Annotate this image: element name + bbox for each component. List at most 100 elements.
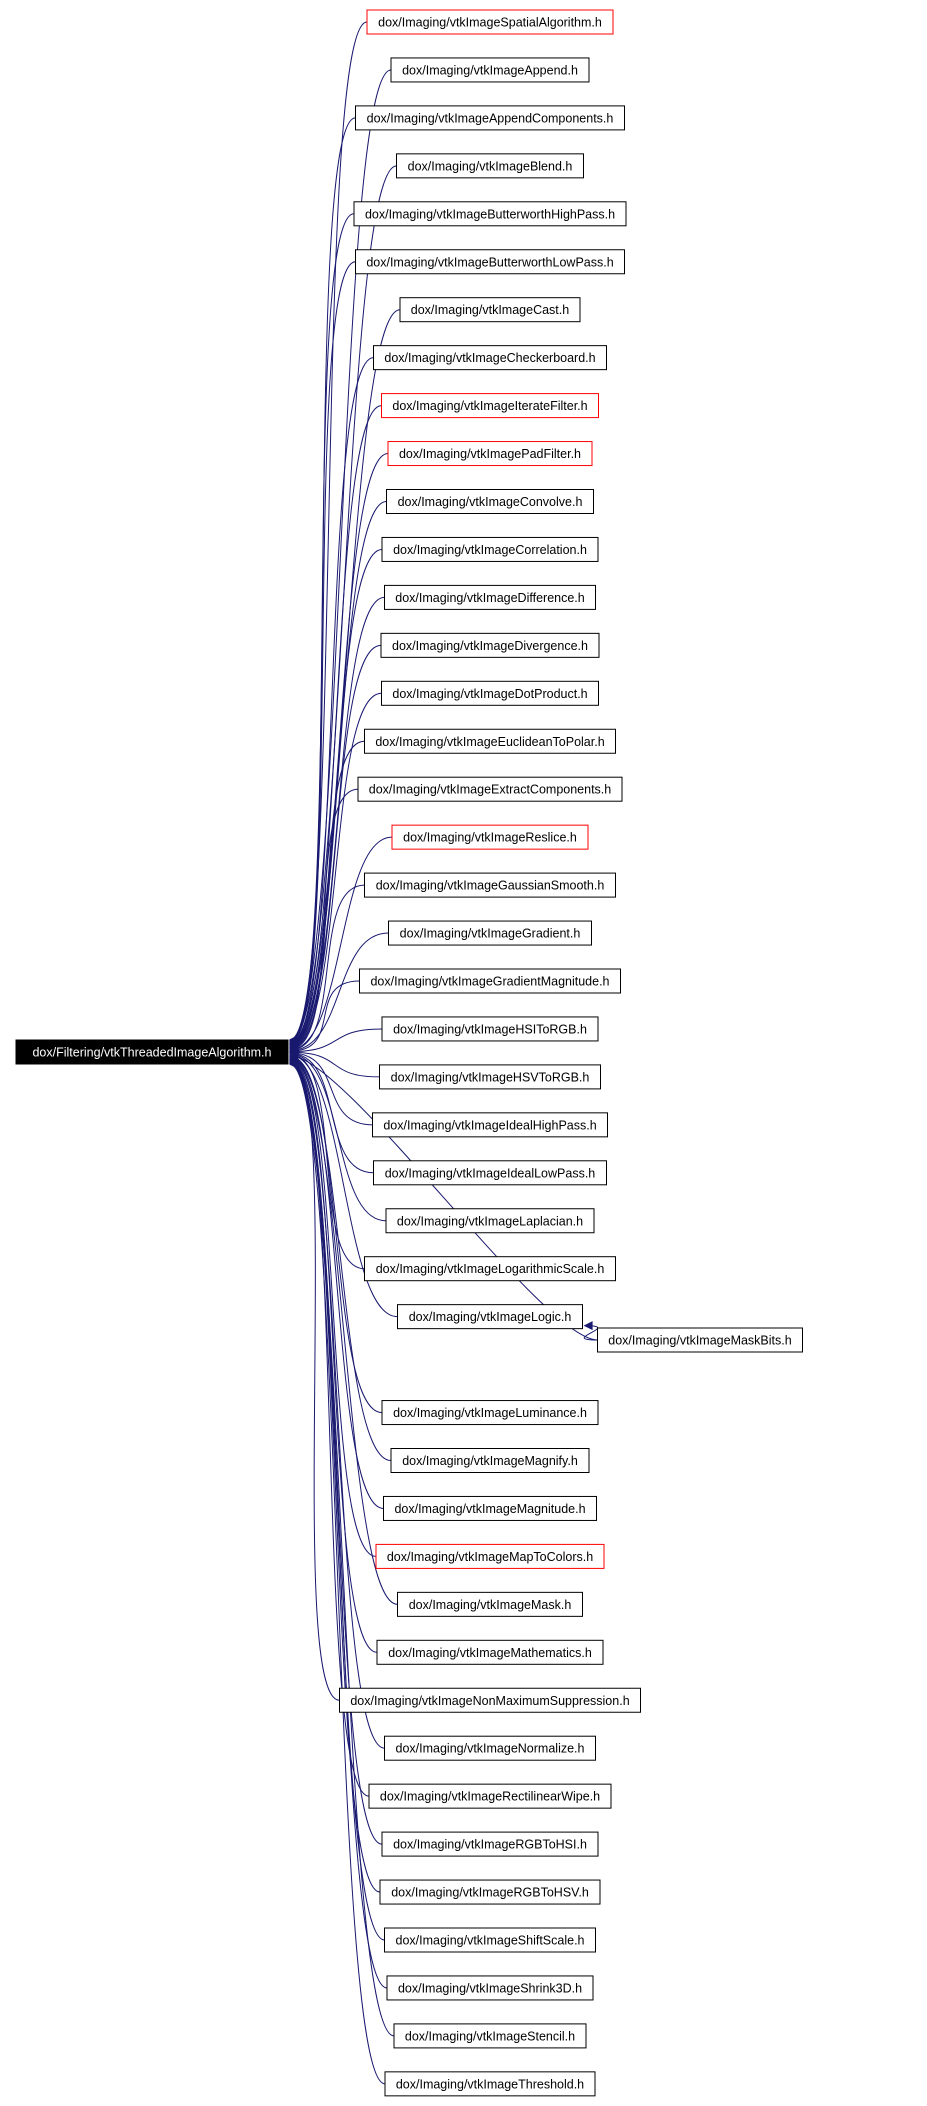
node-label: dox/Imaging/vtkImageMapToColors.h <box>387 1550 593 1564</box>
node-vtk-image-butterworth-high-pass[interactable]: dox/Imaging/vtkImageButterworthHighPass.… <box>353 201 627 227</box>
node-vtk-image-rgb-to-hsi[interactable]: dox/Imaging/vtkImageRGBToHSI.h <box>381 1831 599 1857</box>
node-box <box>373 1160 607 1186</box>
node-vtk-image-map-to-colors[interactable]: dox/Imaging/vtkImageMapToColors.h <box>375 1543 605 1569</box>
node-vtk-image-hsv-to-rgb[interactable]: dox/Imaging/vtkImageHSVToRGB.h <box>379 1064 601 1090</box>
node-label: dox/Imaging/vtkImageMagnitude.h <box>394 1502 585 1516</box>
node-box <box>380 632 600 658</box>
edge-vtk-image-mathematics-to-vtk-threaded-image-algorithm <box>289 1054 378 1653</box>
node-vtk-image-extract-components[interactable]: dox/Imaging/vtkImageExtractComponents.h <box>357 776 623 802</box>
node-vtk-image-gaussian-smooth[interactable]: dox/Imaging/vtkImageGaussianSmooth.h <box>364 872 616 898</box>
edge-vtk-image-mask-bits-to-vtk-threaded-image-algorithm <box>289 1051 598 1341</box>
node-vtk-image-difference[interactable]: dox/Imaging/vtkImageDifference.h <box>384 584 596 610</box>
node-vtk-image-logic[interactable]: dox/Imaging/vtkImageLogic.h <box>397 1304 583 1330</box>
node-vtk-image-mask-bits[interactable]: dox/Imaging/vtkImageMaskBits.h <box>597 1327 803 1353</box>
node-label: dox/Imaging/vtkImageStencil.h <box>405 2029 575 2043</box>
node-label: dox/Imaging/vtkImageDivergence.h <box>392 639 588 653</box>
node-vtk-image-shift-scale[interactable]: dox/Imaging/vtkImageShiftScale.h <box>384 1927 596 1953</box>
node-vtk-image-blend[interactable]: dox/Imaging/vtkImageBlend.h <box>396 153 584 179</box>
node-vtk-image-divergence[interactable]: dox/Imaging/vtkImageDivergence.h <box>380 632 600 658</box>
node-vtk-image-butterworth-low-pass[interactable]: dox/Imaging/vtkImageButterworthLowPass.h <box>355 249 625 275</box>
node-box <box>15 1039 289 1065</box>
node-vtk-image-convolve[interactable]: dox/Imaging/vtkImageConvolve.h <box>386 489 594 514</box>
edge-vtk-image-gaussian-smooth-to-vtk-threaded-image-algorithm <box>289 884 365 1055</box>
node-vtk-image-mask[interactable]: dox/Imaging/vtkImageMask.h <box>397 1591 583 1617</box>
node-vtk-image-non-maximum-suppression[interactable]: dox/Imaging/vtkImageNonMaximumSuppressio… <box>339 1687 641 1713</box>
node-vtk-image-mathematics[interactable]: dox/Imaging/vtkImageMathematics.h <box>376 1639 604 1665</box>
edge-vtk-image-checkerboard-to-vtk-threaded-image-algorithm <box>289 357 374 1049</box>
node-label: dox/Imaging/vtkImageLogarithmicScale.h <box>376 1262 605 1276</box>
node-box <box>386 489 594 514</box>
node-vtk-image-append[interactable]: dox/Imaging/vtkImageAppend.h <box>390 57 590 83</box>
node-vtk-image-dot-product[interactable]: dox/Imaging/vtkImageDotProduct.h <box>381 680 599 706</box>
node-box <box>396 153 584 179</box>
edge-vtk-image-mask-to-vtk-threaded-image-algorithm <box>289 1054 398 1605</box>
node-box <box>364 872 616 898</box>
node-vtk-image-logarithmic-scale[interactable]: dox/Imaging/vtkImageLogarithmicScale.h <box>364 1256 616 1282</box>
node-box <box>390 1448 590 1473</box>
node-vtk-image-correlation[interactable]: dox/Imaging/vtkImageCorrelation.h <box>381 536 599 562</box>
node-vtk-image-cast[interactable]: dox/Imaging/vtkImageCast.h <box>399 297 581 323</box>
edge-vtk-image-butterworth-low-pass-to-vtk-threaded-image-algorithm <box>289 261 356 1047</box>
node-vtk-image-append-components[interactable]: dox/Imaging/vtkImageAppendComponents.h <box>355 105 625 131</box>
edge-vtk-image-logic-to-vtk-threaded-image-algorithm <box>289 1050 398 1318</box>
edge-vtk-image-gradient-magnitude-to-vtk-threaded-image-algorithm <box>289 980 360 1056</box>
node-label: dox/Imaging/vtkImageLogic.h <box>409 1310 572 1324</box>
node-box <box>393 2023 587 2049</box>
node-box <box>387 441 593 467</box>
node-label: dox/Imaging/vtkImageButterworthLowPass.h <box>366 255 613 269</box>
edge-vtk-image-gradient-to-vtk-threaded-image-algorithm <box>289 932 389 1056</box>
node-vtk-image-spatial-algorithm[interactable]: dox/Imaging/vtkImageSpatialAlgorithm.h <box>366 9 614 35</box>
node-box <box>385 1208 595 1234</box>
edge-vtk-image-normalize-to-vtk-threaded-image-algorithm <box>289 1055 385 1749</box>
node-vtk-image-iterate-filter[interactable]: dox/Imaging/vtkImageIterateFilter.h <box>381 393 599 419</box>
node-vtk-image-stencil[interactable]: dox/Imaging/vtkImageStencil.h <box>393 2023 587 2049</box>
node-vtk-image-shrink3-d[interactable]: dox/Imaging/vtkImageShrink3D.h <box>386 1975 594 2001</box>
node-threaded-image-algorithm[interactable]: dox/Filtering/vtkThreadedImageAlgorithm.… <box>15 1039 289 1065</box>
node-vtk-image-gradient-magnitude[interactable]: dox/Imaging/vtkImageGradientMagnitude.h <box>359 968 621 994</box>
node-vtk-image-reslice[interactable]: dox/Imaging/vtkImageReslice.h <box>391 824 589 850</box>
edge-vtk-image-rgb-to-hsv-to-vtk-threaded-image-algorithm <box>289 1057 381 1893</box>
node-vtk-image-magnify[interactable]: dox/Imaging/vtkImageMagnify.h <box>390 1448 590 1473</box>
node-label: dox/Imaging/vtkImageEuclideanToPolar.h <box>375 735 604 749</box>
node-label: dox/Imaging/vtkImageCheckerboard.h <box>384 351 595 365</box>
node-box <box>379 1064 601 1090</box>
node-vtk-image-ideal-low-pass[interactable]: dox/Imaging/vtkImageIdealLowPass.h <box>373 1160 607 1186</box>
edge-vtk-image-euclidean-to-polar-to-vtk-threaded-image-algorithm <box>289 740 365 1053</box>
node-vtk-image-luminance[interactable]: dox/Imaging/vtkImageLuminance.h <box>381 1400 599 1426</box>
node-vtk-image-euclidean-to-polar[interactable]: dox/Imaging/vtkImageEuclideanToPolar.h <box>364 728 616 754</box>
node-vtk-image-magnitude[interactable]: dox/Imaging/vtkImageMagnitude.h <box>383 1495 597 1521</box>
edge-vtk-image-luminance-to-vtk-threaded-image-algorithm <box>289 1051 383 1414</box>
edge-vtk-image-rgb-to-hsi-to-vtk-threaded-image-algorithm <box>289 1057 383 1845</box>
node-label: dox/Imaging/vtkImageCorrelation.h <box>393 543 587 557</box>
node-vtk-image-pad-filter[interactable]: dox/Imaging/vtkImagePadFilter.h <box>387 441 593 467</box>
node-vtk-image-threshold[interactable]: dox/Imaging/vtkImageThreshold.h <box>384 2071 596 2097</box>
node-box <box>355 105 625 131</box>
node-vtk-image-rgb-to-hsv[interactable]: dox/Imaging/vtkImageRGBToHSV.h <box>379 1879 601 1905</box>
node-label: dox/Imaging/vtkImageRGBToHSV.h <box>391 1886 589 1900</box>
node-label: dox/Imaging/vtkImageShrink3D.h <box>398 1981 582 1995</box>
node-label: dox/Imaging/vtkImageMagnify.h <box>402 1454 578 1468</box>
edge-vtk-image-extract-components-to-vtk-threaded-image-algorithm <box>289 788 359 1054</box>
node-box <box>355 249 625 275</box>
node-vtk-image-rectilinear-wipe[interactable]: dox/Imaging/vtkImageRectilinearWipe.h <box>368 1783 612 1809</box>
node-label: dox/Imaging/vtkImageMask.h <box>409 1598 572 1612</box>
node-vtk-image-hsi-to-rgb[interactable]: dox/Imaging/vtkImageHSIToRGB.h <box>381 1016 599 1042</box>
node-vtk-image-normalize[interactable]: dox/Imaging/vtkImageNormalize.h <box>384 1735 596 1761</box>
edge-vtk-image-iterate-filter-to-vtk-threaded-image-algorithm <box>289 405 382 1049</box>
node-label: dox/Imaging/vtkImageCast.h <box>411 303 569 317</box>
node-label: dox/Imaging/vtkImageGaussianSmooth.h <box>376 879 605 893</box>
node-vtk-image-gradient[interactable]: dox/Imaging/vtkImageGradient.h <box>388 920 592 946</box>
node-label: dox/Imaging/vtkImageConvolve.h <box>398 495 583 509</box>
node-label: dox/Imaging/vtkImageRGBToHSI.h <box>393 1838 587 1852</box>
edge-vtk-image-magnify-to-vtk-threaded-image-algorithm <box>289 1052 392 1461</box>
node-vtk-image-checkerboard[interactable]: dox/Imaging/vtkImageCheckerboard.h <box>373 345 607 371</box>
node-box <box>375 1543 605 1569</box>
edge-vtk-image-hsi-to-rgb-to-vtk-threaded-image-algorithm <box>289 1028 383 1057</box>
node-vtk-image-ideal-high-pass[interactable]: dox/Imaging/vtkImageIdealHighPass.h <box>372 1112 608 1138</box>
node-box <box>399 297 581 323</box>
node-label: dox/Imaging/vtkImageThreshold.h <box>396 2077 584 2091</box>
node-box <box>359 968 621 994</box>
node-vtk-image-laplacian[interactable]: dox/Imaging/vtkImageLaplacian.h <box>385 1208 595 1234</box>
node-box <box>390 57 590 83</box>
node-box <box>373 345 607 371</box>
